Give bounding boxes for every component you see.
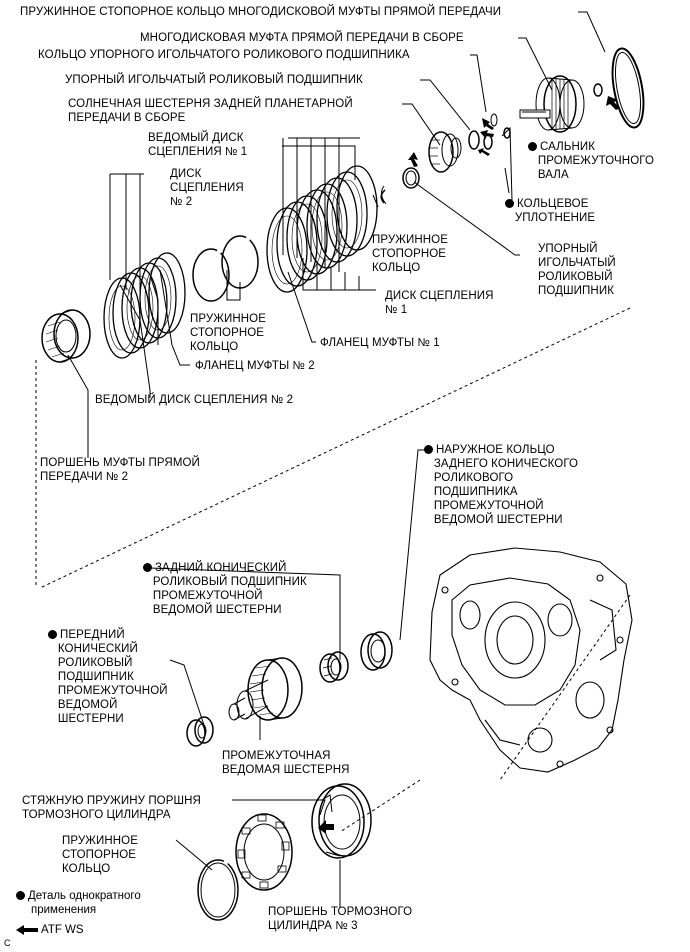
label-driven-disc-2: ВЕДОМЫЙ ДИСК СЦЕПЛЕНИЯ № 2 xyxy=(95,394,294,406)
non-reusable-dot xyxy=(424,445,433,454)
legend-atf: ATF WS xyxy=(16,923,84,937)
label-outer-race: НАРУЖНОЕ КОЛЬЦО ЗАДНЕГО КОНИЧЕСКОГО РОЛИ… xyxy=(424,443,578,527)
counter-driven-gear xyxy=(228,657,303,721)
label-thrust-race: КОЛЬЦО УПОРНОГО ИГОЛЬЧАТОГО РОЛИКОВОГО П… xyxy=(38,49,410,61)
label-brake-piston: ПОРШЕНЬ ТОРМОЗНОГО ЦИЛИНДРА № 3 xyxy=(268,906,413,932)
thrust-bearing-top xyxy=(468,130,480,150)
snap-ring-left-pair xyxy=(192,235,259,302)
label-thrust-bearing-right: УПОРНЫЙ ИГОЛЬЧАТЫЙ РОЛИКОВЫЙ ПОДШИПНИК xyxy=(538,243,616,297)
clutch-pack-1 xyxy=(266,165,378,293)
rear-taper-bearing xyxy=(319,651,349,683)
label-rear-taper-bearing: ЗАДНИЙ КОНИЧЕСКИЙ РОЛИКОВЫЙ ПОДШИПНИК ПР… xyxy=(143,561,307,617)
label-disc-2: ДИСК СЦЕПЛЕНИЯ № 2 xyxy=(170,168,244,208)
guide-lines xyxy=(35,307,631,833)
label-thrust-bearing-top: УПОРНЫЙ ИГОЛЬЧАТЫЙ РОЛИКОВЫЙ ПОДШИПНИК xyxy=(65,74,363,86)
o-ring xyxy=(503,127,511,139)
brake-piston-spring xyxy=(235,813,293,891)
thrust-bearing-right xyxy=(402,167,420,189)
figure-code: C xyxy=(4,938,11,948)
label-oil-seal: САЛЬНИК ПРОМЕЖУТОЧНОГО ВАЛА xyxy=(528,140,654,182)
label-flange-2: ФЛАНЕЦ МУФТЫ № 2 xyxy=(195,360,315,372)
label-snap-ring-left: ПРУЖИННОЕ СТОПОРНОЕ КОЛЬЦО xyxy=(190,313,266,353)
rear-taper-outer-race xyxy=(360,631,393,671)
label-o-ring: КОЛЬЦЕВОЕ УПЛОТНЕНИЕ xyxy=(505,197,595,225)
transaxle-case xyxy=(429,547,633,773)
sun-gear-assy xyxy=(428,131,462,173)
label-front-taper-bearing: ПЕРЕДНИЙ КОНИЧЕСКИЙ РОЛИКОВЫЙ ПОДШИПНИК … xyxy=(48,628,168,726)
label-piston-2: ПОРШЕНЬ МУФТЫ ПРЯМОЙ ПЕРЕДАЧИ № 2 xyxy=(40,457,200,483)
piston-direct-clutch-2 xyxy=(41,309,91,363)
clutch-pack-2 xyxy=(103,252,186,359)
non-reusable-dot xyxy=(48,630,57,639)
atf-arrows xyxy=(318,96,620,834)
label-disc-1: ДИСК СЦЕПЛЕНИЯ № 1 xyxy=(385,290,494,316)
label-snap-ring-mid: ПРУЖИННОЕ СТОПОРНОЕ КОЛЬЦО xyxy=(372,234,448,274)
label-multi-disc-clutch: МНОГОДИСКОВАЯ МУФТА ПРЯМОЙ ПЕРЕДАЧИ В СБ… xyxy=(140,32,464,44)
label-counter-gear: ПРОМЕЖУТОЧНАЯ ВЕДОМАЯ ШЕСТЕРНЯ xyxy=(222,750,350,776)
snap-ring-bottom xyxy=(197,859,239,921)
snap-ring-direct-clutch xyxy=(611,47,645,129)
non-reusable-dot xyxy=(16,891,25,900)
label-sun-gear: СОЛНЕЧНАЯ ШЕСТЕРНЯ ЗАДНЕЙ ПЛАНЕТАРНОЙ ПЕ… xyxy=(68,98,353,124)
snap-ring-mid xyxy=(380,185,387,205)
non-reusable-dot xyxy=(505,199,514,208)
label-snap-ring-bottom: ПРУЖИННОЕ СТОПОРНОЕ КОЛЬЦО xyxy=(62,835,138,875)
label-brake-spring: СТЯЖНУЮ ПРУЖИНУ ПОРШНЯ ТОРМОЗНОГО ЦИЛИНД… xyxy=(22,795,201,821)
label-snap-ring-direct-clutch: ПРУЖИННОЕ СТОПОРНОЕ КОЛЬЦО МНОГОДИСКОВОЙ… xyxy=(20,6,502,18)
atf-arrow-icon xyxy=(16,924,38,935)
brake-piston-3 xyxy=(311,783,372,859)
non-reusable-dot xyxy=(528,142,537,151)
front-taper-bearing xyxy=(186,716,214,747)
label-flange-1: ФЛАНЕЦ МУФТЫ № 1 xyxy=(320,337,440,349)
label-driven-disc-1: ВЕДОМЫЙ ДИСК СЦЕПЛЕНИЯ № 1 xyxy=(148,132,248,158)
oil-seal-counter-shaft xyxy=(593,83,603,97)
multi-disc-clutch-assy xyxy=(519,75,585,133)
non-reusable-dot xyxy=(143,563,152,572)
